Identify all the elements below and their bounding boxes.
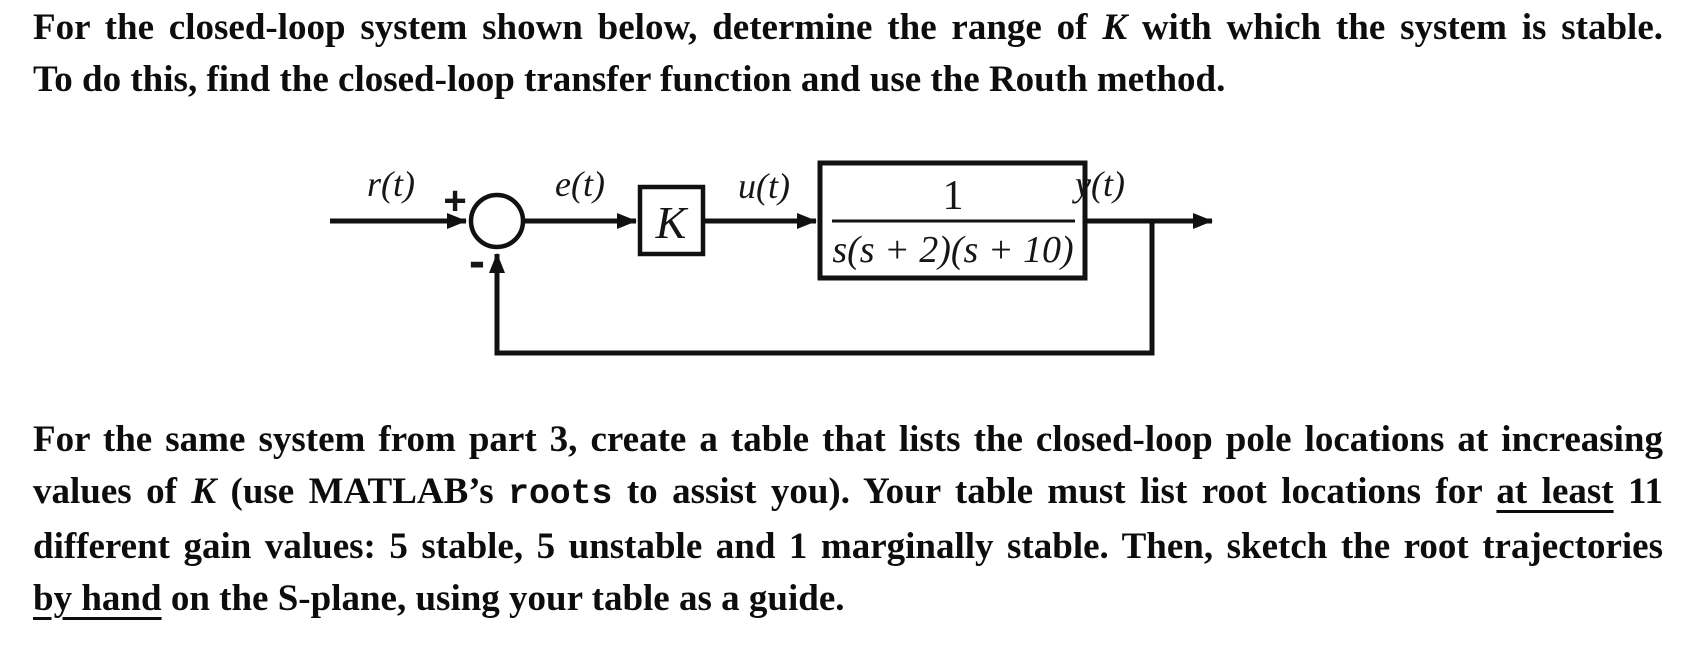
text-line: values of K (use MATLAB’s roots to assis… <box>33 466 1663 521</box>
plant-numerator: 1 <box>943 173 964 219</box>
input-signal-label: r(t) <box>367 164 415 204</box>
text-segment: values of <box>33 471 192 512</box>
text-line: To do this, find the closed-loop transfe… <box>33 54 1663 106</box>
text-segment: For the same system from part 3, create … <box>33 419 1663 460</box>
gain-block-label: K <box>655 197 689 248</box>
underlined-text: at least <box>1496 471 1614 512</box>
text-segment: 11 <box>1613 471 1663 512</box>
minus-sign: - <box>469 235 485 288</box>
text-segment: For the closed-loop system shown below, … <box>33 7 1103 48</box>
block-diagram: r(t) + - e(t) K u(t) 1 s(s + 2)(s + 10) … <box>0 140 1694 410</box>
plant-denominator: s(s + 2)(s + 10) <box>832 229 1073 271</box>
gain-symbol-text: K <box>1102 7 1127 48</box>
text-line: different gain values: 5 stable, 5 unsta… <box>33 521 1663 573</box>
problem-statement-2: For the same system from part 3, create … <box>33 414 1663 625</box>
error-signal-label: e(t) <box>555 164 605 204</box>
text-line: by hand on the S-plane, using your table… <box>33 573 1663 625</box>
text-line: For the closed-loop system shown below, … <box>33 2 1663 54</box>
matlab-roots-code: roots <box>508 475 613 514</box>
text-segment: to assist you). Your table must list roo… <box>612 471 1497 512</box>
control-signal-label: u(t) <box>738 166 790 206</box>
output-signal-label: y(t) <box>1072 164 1125 204</box>
feedback-path <box>488 221 1155 356</box>
text-segment: different gain values: 5 stable, 5 unsta… <box>33 526 1663 567</box>
text-segment: on the S-plane, using your table as a gu… <box>161 578 845 619</box>
plus-sign: + <box>443 179 466 223</box>
text-line: For the same system from part 3, create … <box>33 414 1663 466</box>
underlined-text: by hand <box>33 578 162 619</box>
block-diagram-canvas: r(t) + - e(t) K u(t) 1 s(s + 2)(s + 10) … <box>330 160 1214 356</box>
problem-statement-1: For the closed-loop system shown below, … <box>33 2 1663 106</box>
text-segment: To do this, find the closed-loop transfe… <box>33 59 1226 100</box>
gain-symbol-text: K <box>191 471 217 512</box>
text-segment: with which the system is stable. <box>1127 7 1663 48</box>
text-segment: (use MATLAB’s <box>216 471 509 512</box>
